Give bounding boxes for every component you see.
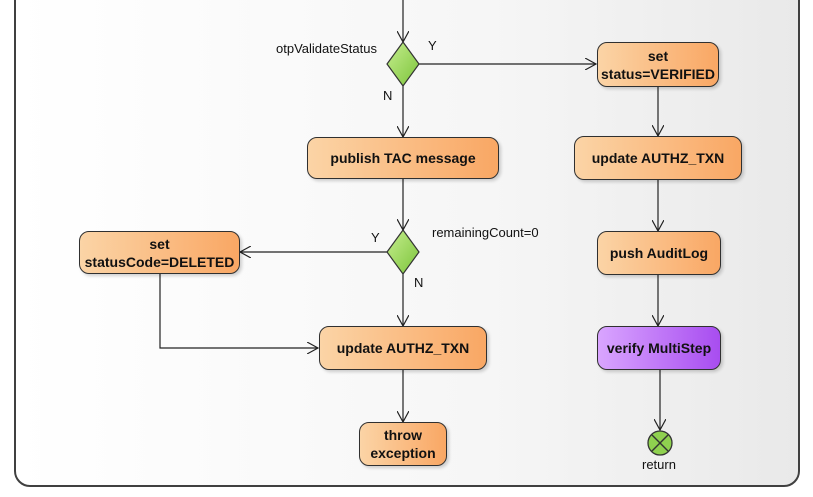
action-push-auditlog[interactable]: push AuditLog [597, 231, 721, 275]
decision-otp-yes-label: Y [428, 38, 437, 53]
action-throw-exception-line1: throw [383, 427, 423, 443]
final-node [647, 430, 673, 456]
decision-otp-no-label: N [383, 88, 393, 103]
action-set-status-verified-line2: status=VERIFIED [601, 65, 715, 82]
decision-otp-label: otpValidateStatus [276, 41, 377, 56]
action-update-authz-right[interactable]: update AUTHZ_TXN [574, 136, 742, 180]
action-set-statuscode-deleted-line1: set [149, 235, 170, 252]
action-throw-exception[interactable]: throw exception [359, 422, 447, 466]
action-set-status-verified[interactable]: set status=VERIFIED [597, 42, 719, 87]
action-publish-tac-label: publish TAC message [330, 150, 476, 166]
action-update-authz-left-label: update AUTHZ_TXN [336, 340, 470, 356]
final-node-label: return [642, 457, 676, 472]
decision-otp-validate [386, 40, 420, 88]
decision-remaining-count [386, 228, 420, 276]
action-set-statuscode-deleted-line2: statusCode=DELETED [84, 253, 235, 270]
action-publish-tac[interactable]: publish TAC message [307, 137, 499, 179]
decision-remaining-no-label: N [414, 275, 424, 290]
action-push-auditlog-label: push AuditLog [609, 245, 709, 261]
action-update-authz-right-label: update AUTHZ_TXN [591, 150, 725, 166]
action-set-statuscode-deleted[interactable]: set statusCode=DELETED [79, 231, 240, 274]
action-verify-multistep-label: verify MultiStep [606, 340, 712, 356]
edge-deleted-to-update [159, 274, 318, 348]
action-verify-multistep[interactable]: verify MultiStep [597, 326, 721, 370]
decision-remaining-yes-label: Y [371, 230, 380, 245]
action-update-authz-left[interactable]: update AUTHZ_TXN [319, 326, 487, 370]
action-throw-exception-line2: exception [370, 445, 436, 461]
action-set-status-verified-line1: set [647, 47, 669, 64]
decision-remaining-label: remainingCount=0 [432, 225, 539, 240]
